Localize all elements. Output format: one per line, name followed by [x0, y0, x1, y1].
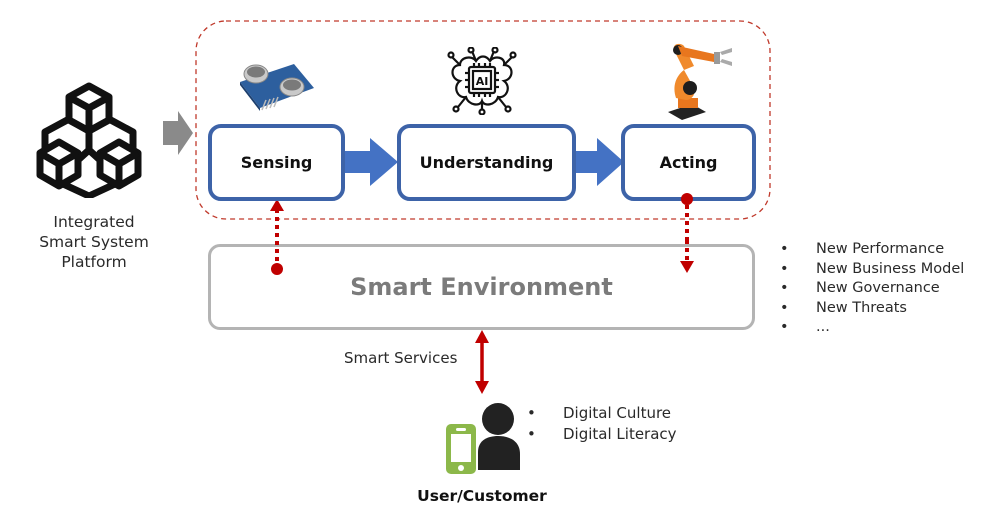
stage-label: Sensing — [240, 153, 313, 172]
ai-chip-brain-icon: AI — [447, 47, 517, 115]
outcome-label: New Business Model — [816, 260, 965, 277]
svg-text:AI: AI — [476, 75, 489, 88]
outcome-label: New Threats — [816, 299, 907, 316]
platform-label-line: Platform — [61, 253, 127, 271]
trait-label: Digital Culture — [563, 404, 672, 422]
user-customer-label: User/Customer — [417, 487, 547, 505]
ultrasonic-sensor-icon — [240, 64, 314, 111]
trait-item: • Digital Culture — [527, 403, 677, 424]
platform-label: Integrated Smart System Platform — [20, 212, 168, 272]
smart-services-arrow — [475, 330, 489, 394]
platform-arrow — [163, 111, 193, 155]
smart-environment-box[interactable]: Smart Environment — [208, 244, 755, 330]
stage-acting[interactable]: Acting — [621, 124, 756, 201]
outcome-item: •... — [780, 318, 964, 338]
bullet-icon: • — [527, 404, 536, 422]
trait-label: Digital Literacy — [563, 425, 677, 443]
arrow-understanding-to-acting — [574, 138, 624, 186]
outcome-item: • New Governance — [780, 279, 964, 299]
bullet-icon: • — [780, 241, 789, 257]
outcome-item: • New Threats — [780, 299, 964, 319]
bullet-icon: • — [780, 299, 789, 316]
user-traits-list: • Digital Culture • Digital Literacy — [527, 403, 677, 445]
cubes-network-icon — [36, 82, 142, 198]
platform-label-line: Integrated — [53, 213, 135, 231]
smartphone-icon — [446, 424, 476, 474]
user-with-phone-icon — [446, 403, 520, 474]
arrow-sensing-to-understanding — [344, 138, 398, 186]
outcome-label: New Governance — [816, 280, 940, 296]
stage-understanding[interactable]: Understanding — [397, 124, 576, 201]
outcome-label: ... — [816, 319, 830, 335]
bullet-icon: • — [527, 425, 536, 443]
smart-environment-label: Smart Environment — [350, 273, 613, 301]
bullet-icon: • — [780, 280, 789, 296]
pipeline-group-boundary — [195, 20, 771, 220]
bullet-icon: • — [780, 260, 789, 277]
stage-label: Understanding — [419, 153, 554, 172]
stage-label: Acting — [659, 153, 718, 172]
platform-label-line: Smart System — [39, 233, 149, 251]
robot-arm-icon — [668, 43, 732, 120]
outcome-item: • New Business Model — [780, 260, 964, 280]
outcome-label: New Performance — [816, 241, 945, 257]
trait-item: • Digital Literacy — [527, 424, 677, 445]
bullet-icon: • — [780, 319, 789, 335]
outcome-item: • New Performance — [780, 240, 964, 260]
stage-sensing[interactable]: Sensing — [208, 124, 345, 201]
smart-services-label: Smart Services — [344, 349, 458, 367]
outcomes-list: • New Performance • New Business Model • Ne… — [780, 240, 964, 338]
person-icon — [478, 403, 520, 470]
